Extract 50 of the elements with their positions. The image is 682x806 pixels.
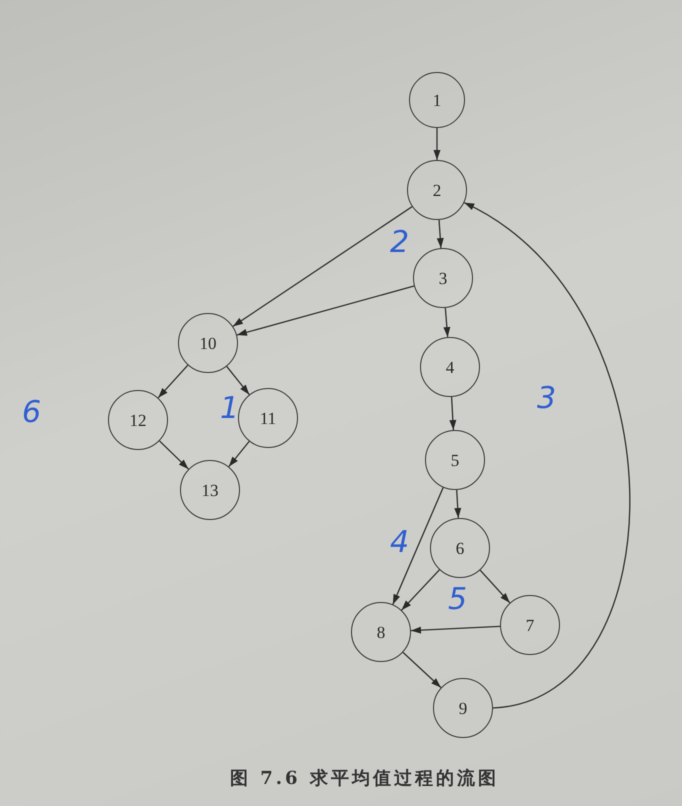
arrow [228, 440, 250, 468]
arrow [158, 364, 188, 398]
node-number: 7 [526, 616, 534, 634]
arrow [232, 206, 412, 327]
flow-node [425, 430, 485, 490]
arrow [410, 626, 500, 634]
arrow [449, 396, 456, 430]
node-number: 13 [202, 482, 218, 498]
flow-node [409, 72, 465, 128]
node-number: 8 [376, 624, 386, 640]
handwritten-number: 2 [390, 228, 410, 258]
flow-node [413, 248, 473, 308]
arrow [480, 570, 510, 604]
arrow [402, 652, 442, 688]
handwritten-number: 3 [537, 384, 556, 414]
handwritten-number: 5 [448, 585, 468, 615]
arrow [434, 128, 440, 160]
flow-node [180, 460, 240, 520]
arrow [464, 202, 630, 709]
flow-node [351, 602, 411, 662]
node-number: 2 [432, 182, 442, 198]
arrow [436, 220, 444, 248]
node-number: 4 [446, 358, 454, 376]
node-number: 10 [200, 334, 216, 352]
node-number: 12 [130, 412, 146, 428]
flow-node [433, 678, 493, 738]
arrow [236, 285, 414, 336]
flow-node [407, 160, 467, 220]
flow-node [238, 388, 298, 448]
node-number: 1 [432, 92, 442, 108]
handwritten-number: 6 [22, 398, 42, 428]
node-number: 9 [458, 700, 468, 716]
arrow [401, 569, 440, 611]
arrow [159, 440, 189, 470]
arrow [226, 366, 250, 395]
flow-node [430, 518, 490, 578]
node-number: 6 [456, 540, 464, 556]
handwritten-number: 4 [390, 528, 410, 558]
node-number: 3 [438, 270, 448, 286]
figure-caption: 图 7.6 求平均值过程的流图 [230, 767, 499, 790]
arrow [443, 308, 450, 338]
flow-node [108, 390, 168, 450]
flow-node [178, 313, 238, 373]
arrow [392, 487, 444, 605]
arrow [454, 490, 462, 518]
flow-node [420, 337, 480, 397]
node-number: 11 [260, 410, 276, 426]
flow-node [500, 595, 560, 655]
handwritten-number: 1 [220, 394, 240, 424]
node-number: 5 [450, 452, 460, 468]
